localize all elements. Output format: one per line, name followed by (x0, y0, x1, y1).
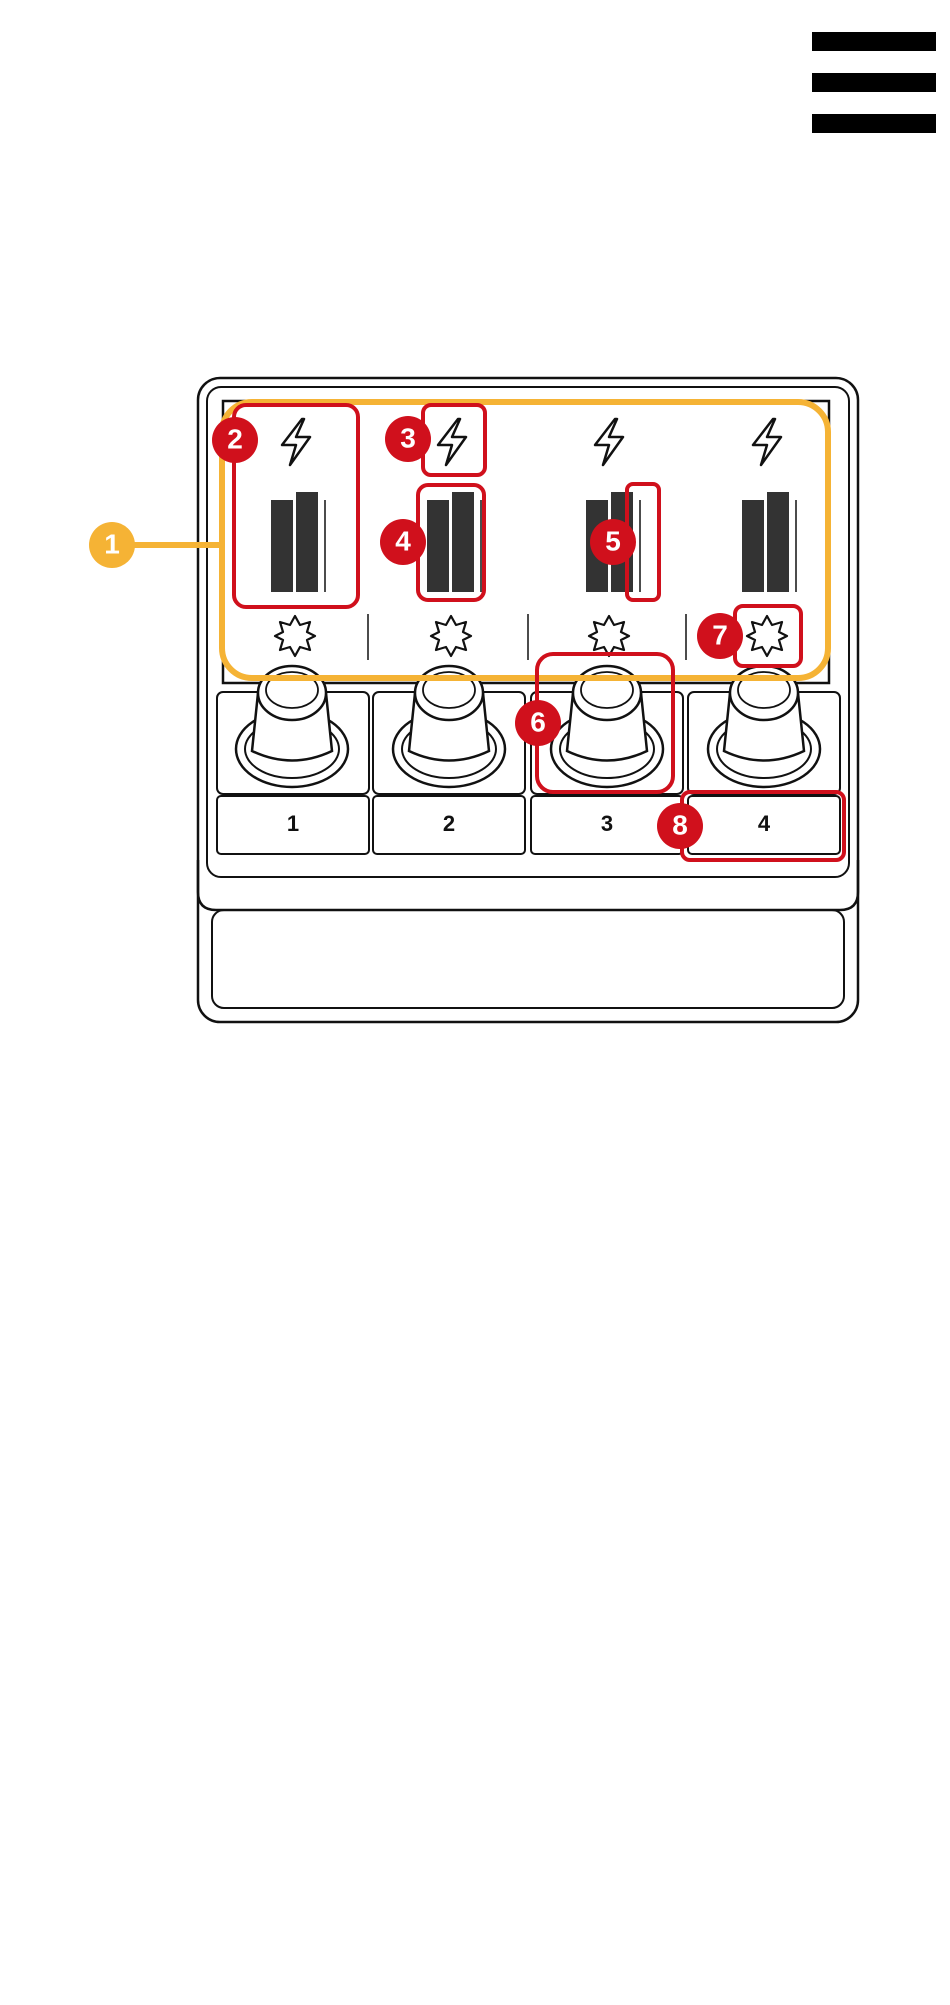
lightning-icon (282, 419, 310, 465)
callout-highlight-box (423, 405, 485, 475)
callout-number: 5 (605, 525, 621, 556)
channel-1: 1 (217, 419, 369, 854)
channel-label: 4 (758, 811, 771, 836)
gear-icon (747, 616, 787, 656)
level-meter-icon (742, 492, 796, 592)
level-meter-icon (427, 492, 481, 592)
callout-8: 8 (657, 792, 844, 860)
channel-label: 3 (601, 811, 613, 836)
gear-icon (275, 616, 315, 656)
callout-number: 2 (227, 423, 243, 454)
gear-icon (589, 616, 629, 656)
knob-icon[interactable] (688, 666, 840, 794)
callout-number: 6 (530, 706, 546, 737)
callout-highlight-box (735, 606, 801, 666)
channel-label-button[interactable]: 4 (688, 796, 840, 854)
callout-number: 7 (712, 619, 728, 650)
lightning-icon (753, 419, 781, 465)
gear-icon (431, 616, 471, 656)
callout-3: 3 (385, 405, 485, 475)
lightning-icon (438, 419, 466, 465)
lightning-icon (595, 419, 623, 465)
callout-number: 4 (395, 525, 411, 556)
callout-number: 8 (672, 809, 688, 840)
channel-label-button[interactable]: 2 (373, 796, 525, 854)
channel-label: 1 (287, 811, 299, 836)
callout-number: 3 (400, 422, 416, 453)
channel-label-button[interactable]: 1 (217, 796, 369, 854)
level-meter-icon (271, 492, 325, 592)
callout-number: 1 (104, 528, 120, 559)
channel-3: 3 (531, 419, 683, 854)
knob-icon[interactable] (217, 666, 369, 794)
knob-icon[interactable] (373, 666, 525, 794)
channel-label: 2 (443, 811, 455, 836)
